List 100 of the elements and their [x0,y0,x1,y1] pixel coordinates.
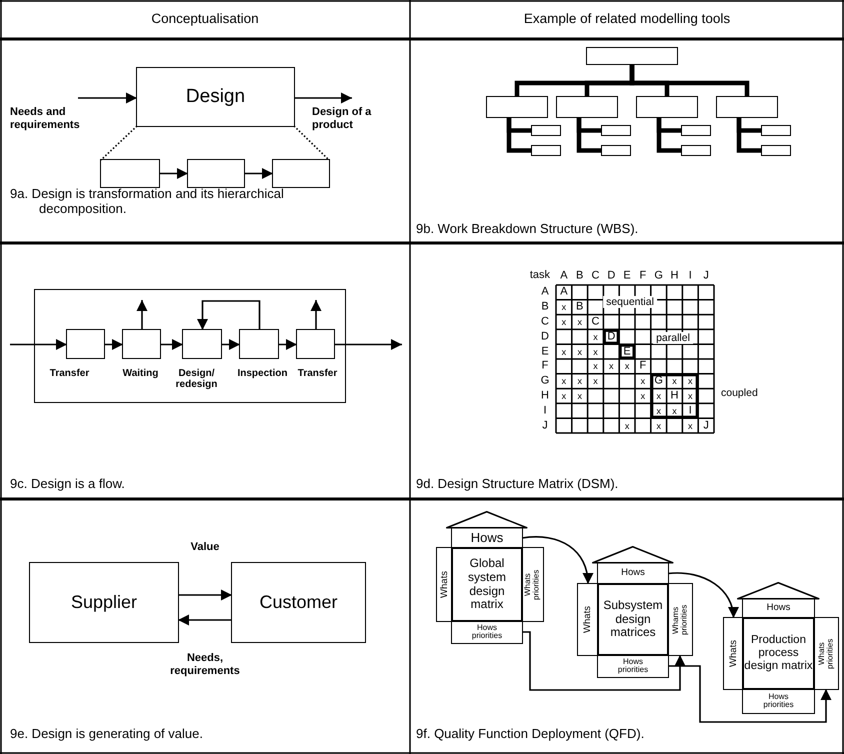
hows-box: Hows [597,562,669,585]
dependency-mark: x [577,316,582,328]
wbs-box [531,125,561,136]
priority-box: Whats priorities [813,617,839,690]
diagonal-label: C [592,316,600,328]
hows-box: Hows [451,527,523,549]
dependency-mark: x [688,420,693,431]
edge-label: Needs and requirements [10,106,81,132]
priority-box: Whams priorities [667,583,693,656]
row-label: D [541,330,549,344]
arrow [178,614,232,626]
process-box [182,328,222,360]
dependency-mark: x [609,361,614,372]
whats-box: Whats [723,617,744,690]
wbs-box [601,145,631,156]
row-label: A [541,286,549,299]
column-label: I [688,270,692,282]
arrow [78,92,137,104]
dependency-mark: x [593,346,598,357]
step-label: Transfer [48,368,90,378]
process-box: Supplier [29,562,179,643]
wbs-box [761,125,791,136]
dependency-mark: x [656,390,661,402]
column-label: F [640,270,646,282]
dependency-mark: x [656,406,661,416]
region-label: sequential [603,296,657,308]
column-label: E [623,270,631,282]
wbs-box [531,145,561,156]
dependency-mark: x [562,346,566,357]
figure-caption: 9d. Design Structure Matrix (DSM). [416,477,620,492]
dependency-mark: x [577,346,582,357]
diagonal-label: D [607,330,616,344]
diagonal-label: F [640,360,646,373]
diagonal-label: H [670,390,678,402]
dependency-mark: x [593,361,598,372]
row-label: F [542,360,548,373]
wbs-box [556,96,618,118]
connector-line [736,117,762,153]
step-label: Waiting [122,368,160,378]
process-box [296,328,336,360]
wbs-box [761,145,791,156]
house-roof [446,511,528,529]
wbs-box [636,96,698,118]
dotted-line [100,125,138,161]
priority-box: Whats priorities [521,547,544,622]
process-box [272,159,330,188]
dependency-mark: x [562,390,566,402]
wbs-box [681,125,711,136]
row-label: H [541,390,549,402]
connector-line [576,117,602,153]
arrow [668,572,738,618]
column-label: C [592,270,600,282]
arrow [178,590,232,600]
column-label: G [654,270,663,282]
step-label: Inspection [236,368,288,378]
wbs-box [716,96,778,118]
dotted-line [293,125,330,161]
dependency-mark: x [593,332,598,342]
row-label: E [541,345,549,358]
figure-caption: 9f. Quality Function Deployment (QFD). [416,727,646,742]
process-frame [34,289,346,403]
arrow [197,300,260,330]
process-box [238,328,280,360]
connector-line [656,117,682,153]
arrow [310,300,322,330]
priority-box: Hows priorities [597,654,669,678]
diagonal-label: J [703,419,709,432]
column-label: J [703,270,709,282]
dependency-mark: x [672,376,677,386]
whats-box: Whats [436,547,453,622]
row-label: C [541,316,549,328]
process-box [187,159,245,188]
wbs-box [586,47,678,65]
figure-caption: 9a. Design is transformation and its hierarchical decomposition. [10,187,285,217]
arrow [294,92,352,104]
dependency-mark: x [672,406,677,416]
column-label: A [560,270,568,282]
wbs-box [486,96,548,118]
connector-line [630,64,750,97]
diagonal-label: E [623,345,631,358]
dependency-mark: x [656,420,661,431]
priority-box: Hows priorities [451,620,523,644]
hows-box: Hows [742,598,815,619]
dependency-mark: x [593,376,598,386]
row-label: I [543,404,547,418]
arrow [161,339,183,350]
edge-label: Design of a product [312,106,372,132]
diagonal-label: G [654,374,663,388]
arrow [10,339,67,350]
process-box [66,328,106,360]
arrow [335,339,402,350]
column-label: B [576,270,584,282]
column-header: Example of related modelling tools [522,11,732,27]
priority-box: Hows priorities [742,688,815,714]
dependency-mark: x [688,390,693,402]
dependency-mark: x [640,376,646,386]
house-roof [737,582,820,600]
diagonal-label: B [576,300,584,314]
arrow [244,168,273,179]
axis-label: task [530,269,550,282]
